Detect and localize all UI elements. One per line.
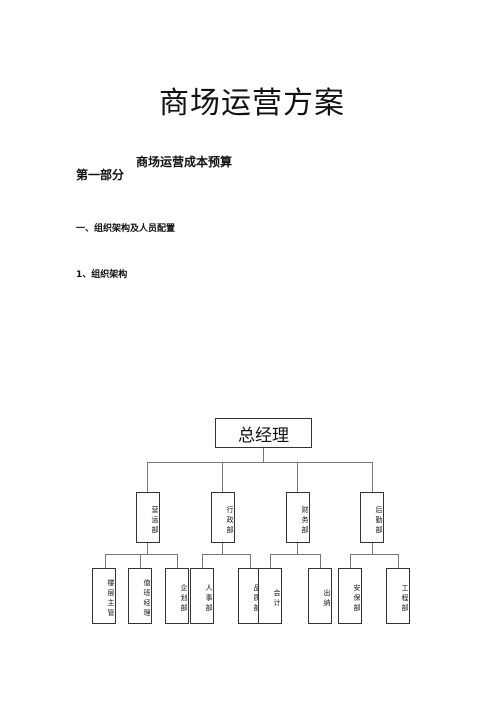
org-leaf-box: 安保部 <box>338 568 362 624</box>
connector-line <box>105 554 106 568</box>
connector-line <box>147 462 372 463</box>
connector-line <box>350 554 351 568</box>
org-dept-box: 财务部 <box>286 492 310 543</box>
connector-line <box>350 554 398 555</box>
connector-line <box>202 554 203 568</box>
connector-line <box>250 554 251 568</box>
org-leaf-box: 值班经理 <box>128 568 152 624</box>
connector-line <box>105 554 177 555</box>
connector-line <box>147 543 148 554</box>
connector-line <box>222 543 223 554</box>
org-root-box: 总经理 <box>215 418 312 448</box>
connector-line <box>177 554 178 568</box>
connector-line <box>320 554 321 568</box>
connector-line <box>263 448 264 462</box>
connector-line <box>372 462 373 492</box>
connector-line <box>140 554 141 568</box>
document-title: 商场运营方案 <box>159 86 345 121</box>
org-leaf-box: 工程部 <box>386 568 410 624</box>
org-leaf-box: 会计 <box>258 568 282 624</box>
section-heading: 一、组织架构及人员配置 <box>76 224 176 234</box>
subsection-heading: 1、组织架构 <box>76 270 128 280</box>
connector-line <box>222 462 223 492</box>
connector-line <box>297 543 298 554</box>
org-dept-box: 后勤部 <box>360 492 384 543</box>
connector-line <box>372 543 373 554</box>
connector-line <box>297 462 298 492</box>
org-leaf-box: 人事部 <box>190 568 214 624</box>
connector-line <box>270 554 271 568</box>
org-leaf-box: 出纳 <box>308 568 332 624</box>
connector-line <box>202 554 250 555</box>
org-leaf-box: 楼层主管 <box>92 568 116 624</box>
part-subtitle: 商场运营成本预算 <box>136 155 233 169</box>
connector-line <box>147 462 148 492</box>
connector-line <box>270 554 320 555</box>
org-dept-box: 行政部 <box>211 492 235 543</box>
connector-line <box>398 554 399 568</box>
part-heading: 第一部分 <box>76 168 125 182</box>
org-dept-box: 营运部 <box>136 492 160 543</box>
org-leaf-box: 企划部 <box>165 568 189 624</box>
